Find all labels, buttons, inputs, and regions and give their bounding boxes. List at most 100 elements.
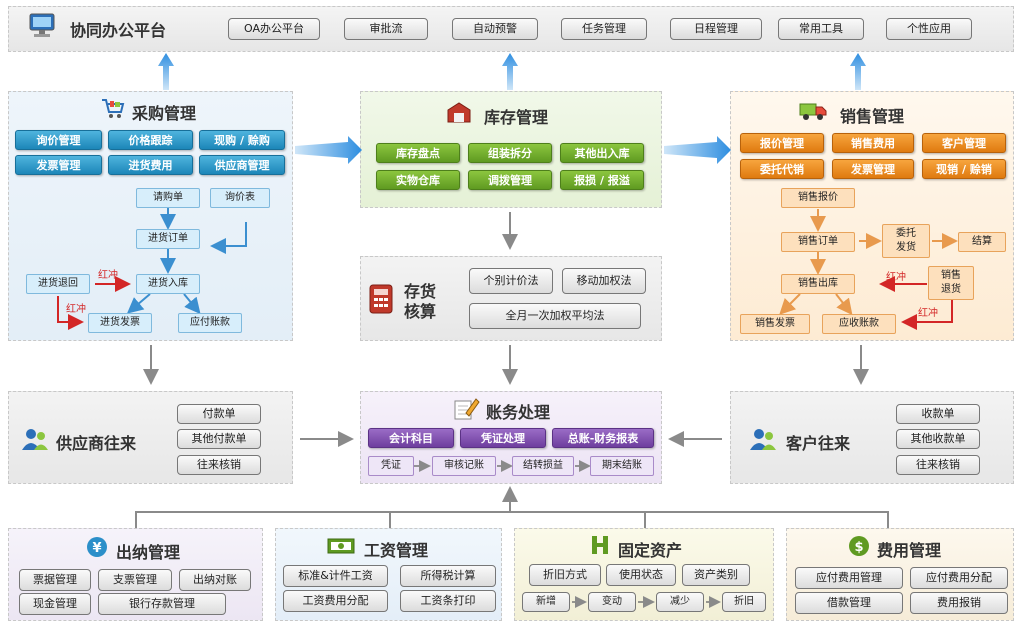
users-icon (22, 429, 48, 450)
assets-flow-reduce[interactable]: 减少 (656, 592, 704, 612)
assets-flow-change[interactable]: 变动 (588, 592, 636, 612)
expense-title: 费用管理 (877, 541, 942, 560)
assets-title: 固定资产 (618, 541, 683, 560)
supplier-btn-other-payment[interactable]: 其他付款单 (177, 429, 261, 449)
sales-btn-customer[interactable]: 客户管理 (922, 133, 1006, 153)
cashier-btn-bills[interactable]: 票据管理 (19, 569, 91, 591)
sales-btn-quote[interactable]: 报价管理 (740, 133, 824, 153)
sales-node-out[interactable]: 销售出库 (781, 274, 855, 294)
sales-btn-consign[interactable]: 委托代销 (740, 159, 824, 179)
calculator-icon (369, 284, 393, 314)
customer-btn-writeoff[interactable]: 往来核销 (896, 455, 980, 475)
purchase-title: 采购管理 (132, 104, 197, 123)
assets-btn-depreciation-method[interactable]: 折旧方式 (529, 564, 601, 586)
cashier-btn-checks[interactable]: 支票管理 (98, 569, 172, 591)
customers-icon (750, 429, 776, 450)
salary-btn-payslip-print[interactable]: 工资条打印 (400, 590, 496, 612)
accounting-step-close[interactable]: 期末结账 (590, 456, 654, 476)
platform-btn-schedule[interactable]: 日程管理 (670, 18, 762, 40)
sales-node-settle[interactable]: 结算 (958, 232, 1006, 252)
purchase-node-inquiry[interactable]: 询价表 (210, 188, 270, 208)
cash-bill-icon (327, 538, 355, 554)
purchase-node-order[interactable]: 进货订单 (136, 229, 200, 249)
sales-node-return[interactable]: 销售 退货 (928, 266, 974, 300)
purchase-node-invoice[interactable]: 进货发票 (88, 313, 152, 333)
inventory-btn-loss-gain[interactable]: 报损 / 报溢 (560, 170, 644, 190)
sales-node-invoice[interactable]: 销售发票 (740, 314, 810, 334)
platform-btn-personal[interactable]: 个性应用 (886, 18, 972, 40)
costing-btn-monthly-avg[interactable]: 全月一次加权平均法 (469, 303, 641, 329)
platform-btn-oa[interactable]: OA办公平台 (228, 18, 320, 40)
accounting-btn-subjects[interactable]: 会计科目 (368, 428, 454, 448)
sales-node-quote[interactable]: 销售报价 (781, 188, 855, 208)
purchase-btn-expense[interactable]: 进货费用 (108, 155, 193, 175)
accounting-btn-vouchers[interactable]: 凭证处理 (460, 428, 546, 448)
platform-btn-task[interactable]: 任务管理 (561, 18, 647, 40)
platform-btn-approval[interactable]: 审批流 (344, 18, 428, 40)
purchase-node-request[interactable]: 请购单 (136, 188, 200, 208)
purchase-node-return[interactable]: 进货退回 (26, 274, 90, 294)
purchase-btn-cash-credit[interactable]: 现购 / 赊购 (199, 130, 285, 150)
purchase-node-payable[interactable]: 应付账款 (178, 313, 242, 333)
supplier-btn-payment[interactable]: 付款单 (177, 404, 261, 424)
sales-node-receivable[interactable]: 应收账款 (822, 314, 896, 334)
inventory-btn-stocktake[interactable]: 库存盘点 (376, 143, 460, 163)
assets-btn-category[interactable]: 资产类别 (682, 564, 750, 586)
customer-btn-other-receipt[interactable]: 其他收款单 (896, 429, 980, 449)
accounting-step-review[interactable]: 审核记账 (432, 456, 496, 476)
purchase-node-inbound[interactable]: 进货入库 (136, 274, 200, 294)
supplier-title: 供应商往来 (56, 434, 137, 453)
purchase-btn-inquiry[interactable]: 询价管理 (15, 130, 102, 150)
inventory-btn-transfer[interactable]: 调拨管理 (468, 170, 552, 190)
shopping-cart-icon (102, 99, 125, 118)
accounting-title: 账务处理 (486, 403, 551, 422)
inventory-btn-assembly[interactable]: 组装拆分 (468, 143, 552, 163)
assets-btn-usage-status[interactable]: 使用状态 (606, 564, 676, 586)
accounting-btn-ledger-report[interactable]: 总账-财务报表 (552, 428, 654, 448)
ledger-pen-icon (454, 398, 480, 420)
cashier-title: 出纳管理 (116, 543, 181, 562)
expense-btn-reimburse[interactable]: 费用报销 (910, 592, 1008, 614)
platform-title: 协同办公平台 (70, 21, 167, 40)
platform-btn-alert[interactable]: 自动预警 (452, 18, 538, 40)
supplier-btn-writeoff[interactable]: 往来核销 (177, 455, 261, 475)
sales-red-reverse-label: 红冲 (886, 272, 906, 283)
customer-title: 客户往来 (786, 434, 851, 453)
platform-btn-tools[interactable]: 常用工具 (778, 18, 864, 40)
svg-text:$: $ (854, 540, 863, 555)
assets-flow-add[interactable]: 新增 (522, 592, 570, 612)
cashier-btn-cash[interactable]: 现金管理 (19, 593, 91, 615)
customer-btn-receipt[interactable]: 收款单 (896, 404, 980, 424)
inventory-btn-other-io[interactable]: 其他出入库 (560, 143, 644, 163)
purchase-btn-price-track[interactable]: 价格跟踪 (108, 130, 193, 150)
purchase-btn-supplier[interactable]: 供应商管理 (199, 155, 285, 175)
costing-btn-specific[interactable]: 个别计价法 (469, 268, 553, 294)
accounting-step-voucher[interactable]: 凭证 (368, 456, 414, 476)
expense-btn-payable-manage[interactable]: 应付费用管理 (795, 567, 903, 589)
svg-text:¥: ¥ (92, 541, 101, 556)
expense-btn-loans[interactable]: 借款管理 (795, 592, 903, 614)
assets-flow-depreciate[interactable]: 折旧 (722, 592, 766, 612)
warehouse-icon (447, 102, 471, 123)
sales-btn-invoice[interactable]: 发票管理 (832, 159, 914, 179)
costing-btn-moving-avg[interactable]: 移动加权法 (562, 268, 646, 294)
inventory-btn-warehouse[interactable]: 实物仓库 (376, 170, 460, 190)
fixed-asset-icon (592, 536, 608, 554)
expense-btn-payable-allocate[interactable]: 应付费用分配 (910, 567, 1008, 589)
cashier-btn-bank-deposit[interactable]: 银行存款管理 (98, 593, 226, 615)
salary-btn-income-tax[interactable]: 所得税计算 (400, 565, 496, 587)
sales-btn-expense[interactable]: 销售费用 (832, 133, 914, 153)
salary-btn-cost-allocation[interactable]: 工资费用分配 (283, 590, 388, 612)
accounting-step-carryover[interactable]: 结转损益 (512, 456, 574, 476)
sales-red-reverse-label-2: 红冲 (918, 308, 938, 319)
cashier-btn-reconcile[interactable]: 出纳对账 (179, 569, 251, 591)
salary-btn-standard-piece[interactable]: 标准&计件工资 (283, 565, 388, 587)
sales-node-consign[interactable]: 委托 发货 (882, 224, 930, 258)
computer-icon (29, 13, 55, 37)
sales-btn-cash-credit[interactable]: 现销 / 赊销 (922, 159, 1006, 179)
yen-coin-icon: ¥ (87, 537, 107, 557)
sales-node-order[interactable]: 销售订单 (781, 232, 855, 252)
purchase-btn-invoice[interactable]: 发票管理 (15, 155, 102, 175)
inventory-title: 库存管理 (484, 108, 549, 127)
delivery-truck-icon (799, 103, 827, 120)
